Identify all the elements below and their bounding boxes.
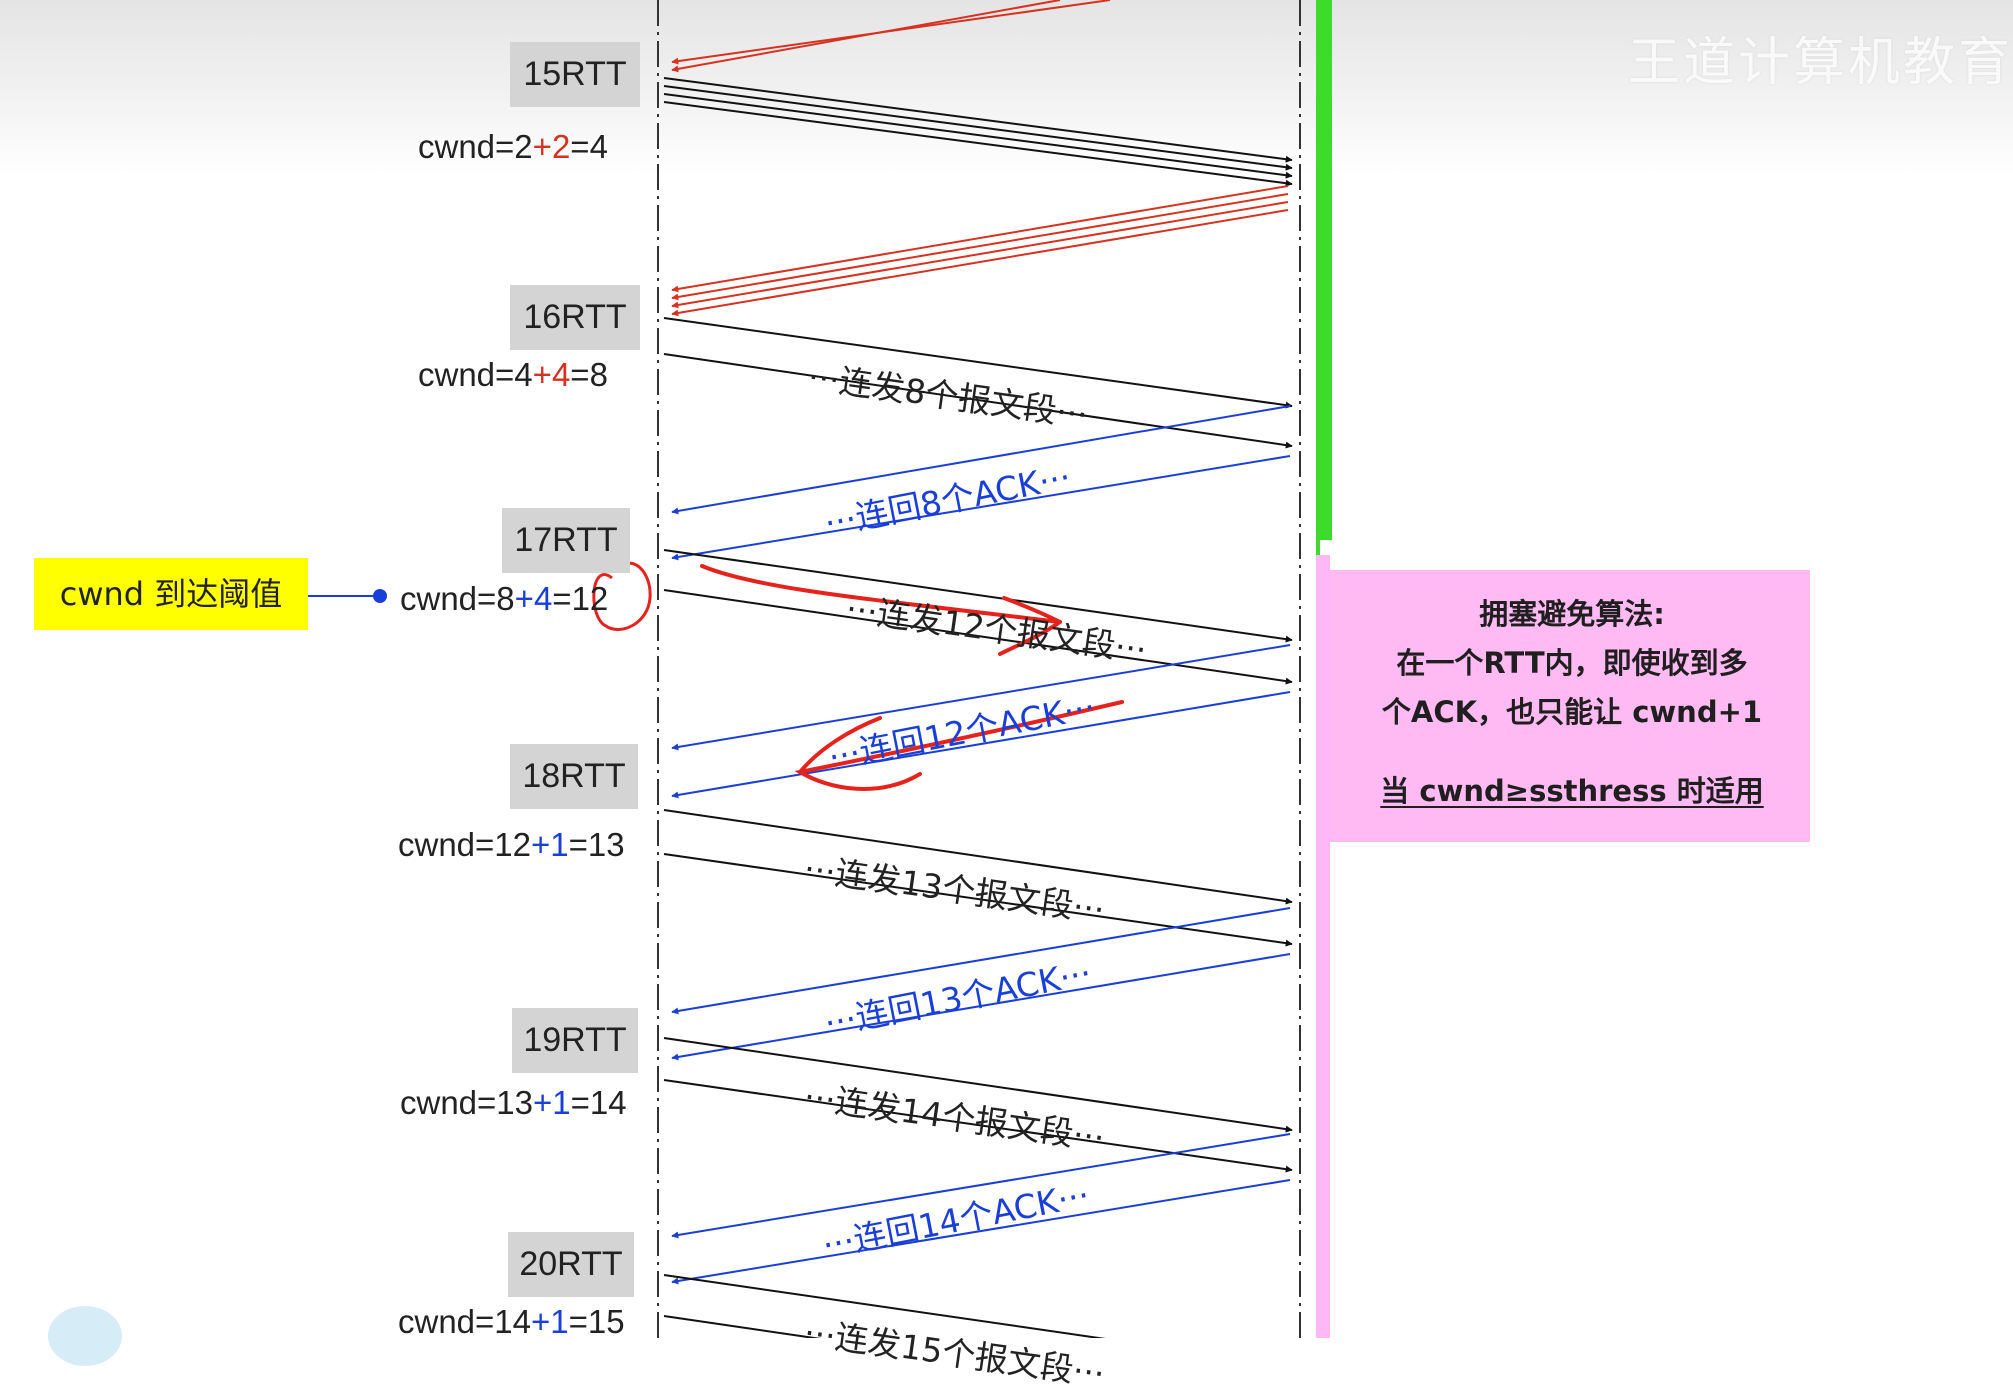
rtt-label: 20RTT bbox=[508, 1232, 634, 1297]
send-arrow bbox=[663, 809, 1293, 905]
timelines bbox=[657, 0, 1301, 1338]
congestion-avoidance-note: 拥塞避免算法: 在一个RTT内，即使收到多 个ACK，也只能让 cwnd+1 当… bbox=[1330, 570, 1810, 842]
send-arrow bbox=[663, 1315, 822, 1338]
cwnd-increment: +1 bbox=[533, 1084, 571, 1121]
slow-start-bar-end bbox=[1316, 540, 1320, 555]
cwnd-increment: +4 bbox=[514, 580, 553, 617]
note-title: 拥塞避免算法: bbox=[1479, 597, 1665, 631]
rtt-label: 15RTT bbox=[510, 42, 640, 107]
send-arrow bbox=[663, 353, 1293, 449]
send-arrow bbox=[663, 1037, 1293, 1133]
note-line-2: 个ACK，也只能让 cwnd+1 bbox=[1381, 695, 1763, 729]
circle-annotation bbox=[592, 561, 652, 631]
handdrawn-annotations bbox=[592, 561, 1124, 791]
curved-arrow-annotation bbox=[700, 564, 1062, 656]
note-line-1: 在一个RTT内，即使收到多 bbox=[1396, 646, 1748, 680]
ack-arrow bbox=[671, 455, 1291, 561]
ack-arrow bbox=[671, 209, 1289, 317]
cwnd-result: =15 bbox=[568, 1303, 625, 1340]
cwnd-formula: cwnd=12+1=13 bbox=[398, 826, 625, 864]
send-arrow bbox=[663, 549, 1293, 643]
rtt-label: 16RTT bbox=[510, 285, 640, 350]
ack-arrow bbox=[671, 953, 1291, 1061]
ack-arrow bbox=[671, 0, 1061, 73]
segment-arrows bbox=[308, 0, 1293, 1338]
rtt-label: 17RTT bbox=[502, 508, 630, 573]
slow-start-bar bbox=[1316, 0, 1332, 540]
cwnd-result: =8 bbox=[570, 356, 608, 393]
cwnd-result: =4 bbox=[570, 128, 608, 165]
ack-arrow bbox=[671, 1179, 1291, 1285]
rtt-label: 18RTT bbox=[510, 744, 638, 809]
cwnd-result: =13 bbox=[568, 826, 625, 863]
cwnd-result: =12 bbox=[552, 580, 609, 617]
threshold-label: cwnd 到达阈值 bbox=[34, 558, 308, 630]
corner-blob bbox=[48, 1306, 122, 1366]
ack-arrow bbox=[671, 405, 1291, 515]
cwnd-result: =14 bbox=[570, 1084, 627, 1121]
cwnd-prefix: cwnd=2 bbox=[418, 128, 533, 165]
send-arrow bbox=[663, 93, 1293, 179]
send-arrow bbox=[663, 1079, 1293, 1173]
send-arrow bbox=[663, 317, 1293, 409]
ack-arrow bbox=[671, 1133, 1291, 1239]
send-arrow bbox=[663, 589, 1293, 685]
cwnd-formula: cwnd=4+4=8 bbox=[418, 356, 608, 394]
cwnd-prefix: cwnd=4 bbox=[418, 356, 533, 393]
rtt-label: 19RTT bbox=[512, 1008, 638, 1073]
ack-arrow bbox=[671, 201, 1289, 309]
cwnd-increment: +1 bbox=[531, 826, 569, 863]
cwnd-formula: cwnd=2+2=4 bbox=[418, 128, 608, 166]
threshold-dot bbox=[373, 589, 387, 603]
ack-arrow bbox=[671, 691, 1291, 799]
send-arrow bbox=[663, 1274, 1106, 1338]
cwnd-increment: +1 bbox=[531, 1303, 569, 1340]
note-condition: 当 cwnd≥ssthress 时适用 bbox=[1380, 774, 1764, 808]
cwnd-increment: +2 bbox=[532, 128, 571, 165]
watermark: 王道计算机教育 bbox=[1627, 33, 2013, 93]
cwnd-prefix: cwnd=13 bbox=[400, 1084, 534, 1121]
send-arrow bbox=[663, 85, 1293, 171]
congestion-avoidance-bar bbox=[1316, 555, 1330, 1338]
cwnd-prefix: cwnd=8 bbox=[400, 580, 515, 617]
send-arrow bbox=[663, 853, 1293, 947]
send-arrow bbox=[663, 101, 1293, 187]
cwnd-formula: cwnd=14+1=15 bbox=[398, 1303, 625, 1341]
cwnd-increment: +4 bbox=[532, 356, 571, 393]
ack-arrow bbox=[671, 193, 1289, 301]
ack-arrow bbox=[671, 185, 1289, 293]
ack-arrow bbox=[671, 644, 1291, 751]
cwnd-prefix: cwnd=12 bbox=[398, 826, 532, 863]
send-arrow bbox=[663, 77, 1293, 163]
ack-arrow bbox=[671, 907, 1291, 1015]
timeline-svg bbox=[308, 0, 1301, 1338]
cwnd-formula: cwnd=8+4=12 bbox=[400, 580, 608, 618]
cwnd-formula: cwnd=13+1=14 bbox=[400, 1084, 627, 1122]
cwnd-prefix: cwnd=14 bbox=[398, 1303, 532, 1340]
curved-arrow-annotation bbox=[794, 700, 1124, 791]
